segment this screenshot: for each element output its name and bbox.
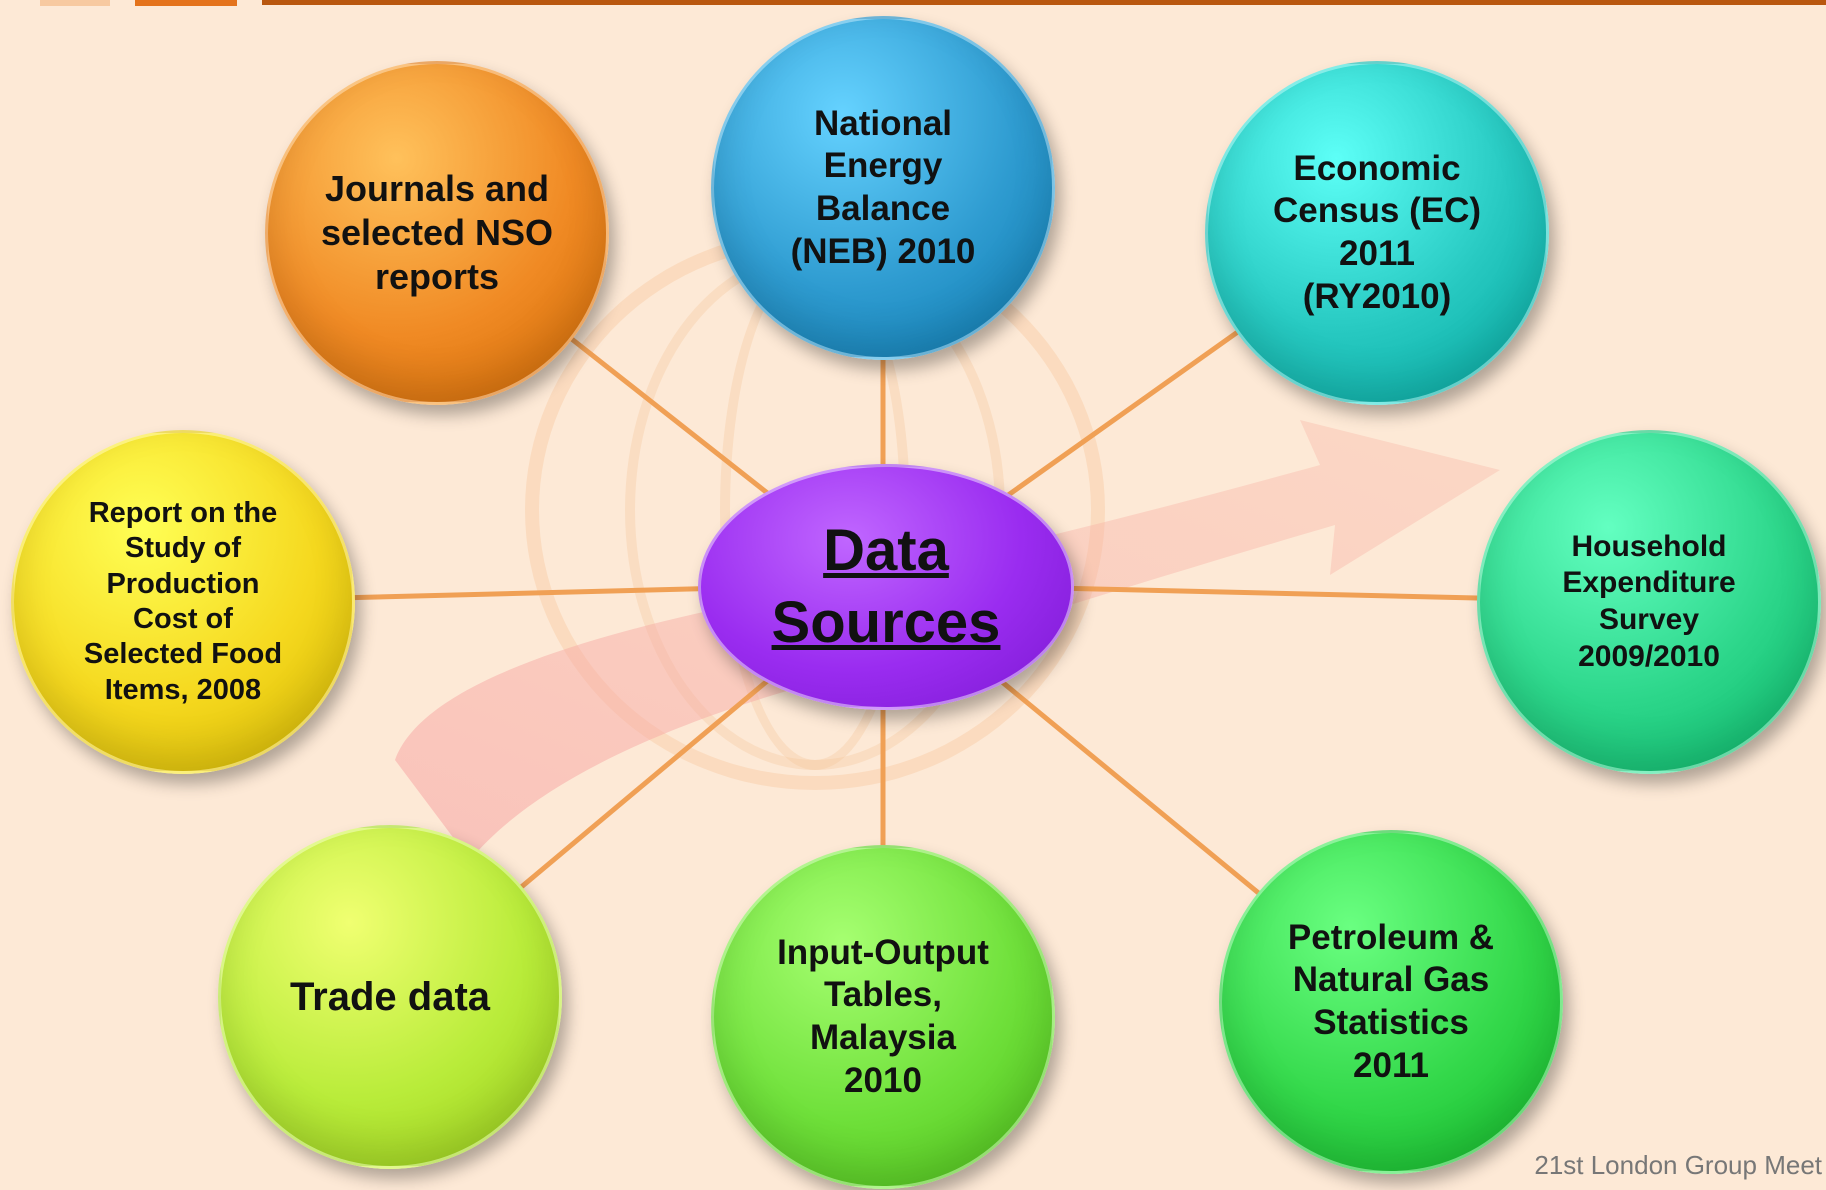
- node-label-economic-census: Economic Census (EC) 2011 (RY2010): [1272, 148, 1482, 316]
- node-household: Household Expenditure Survey 2009/2010: [1477, 430, 1821, 774]
- footer-text: 21st London Group Meet: [1534, 1150, 1822, 1180]
- header-rule: [262, 0, 1826, 5]
- node-label-trade: Trade data: [289, 974, 491, 1019]
- header-tab-dark: [135, 0, 237, 6]
- node-label-food-cost: Report on the Study of Production Cost o…: [83, 496, 283, 706]
- node-economic-census: Economic Census (EC) 2011 (RY2010): [1205, 61, 1549, 405]
- center-label: Data Sources: [771, 517, 1001, 656]
- center-node-data-sources: Data Sources: [698, 464, 1074, 710]
- node-label-household: Household Expenditure Survey 2009/2010: [1562, 529, 1736, 673]
- node-label-input-output: Input-Output Tables, Malaysia 2010: [777, 932, 989, 1100]
- node-input-output: Input-Output Tables, Malaysia 2010: [711, 845, 1055, 1189]
- node-journals: Journals and selected NSO reports: [265, 61, 609, 405]
- node-trade: Trade data: [218, 825, 562, 1169]
- node-label-neb: National Energy Balance (NEB) 2010: [790, 103, 976, 271]
- header-tab-light: [40, 0, 110, 6]
- node-petroleum: Petroleum & Natural Gas Statistics 2011: [1219, 830, 1563, 1174]
- node-label-journals: Journals and selected NSO reports: [320, 168, 554, 297]
- node-neb: National Energy Balance (NEB) 2010: [711, 16, 1055, 360]
- node-label-petroleum: Petroleum & Natural Gas Statistics 2011: [1287, 917, 1495, 1085]
- node-food-cost: Report on the Study of Production Cost o…: [11, 430, 355, 774]
